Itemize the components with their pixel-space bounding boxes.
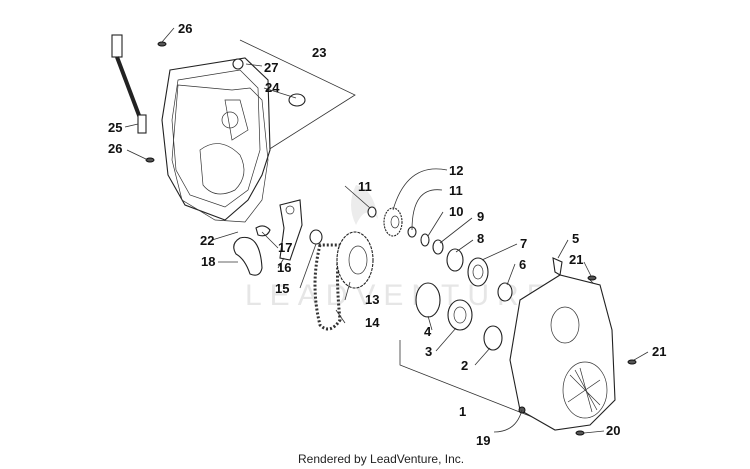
callout-25: 25 bbox=[108, 120, 122, 135]
callout-20: 20 bbox=[606, 423, 620, 438]
dipstick bbox=[111, 34, 147, 134]
ring-8 bbox=[446, 248, 464, 272]
washer-11a bbox=[367, 206, 377, 218]
leader-lines bbox=[124, 27, 649, 434]
callout-6: 6 bbox=[519, 257, 526, 272]
bolt-26-mid bbox=[145, 157, 155, 163]
callout-4: 4 bbox=[424, 324, 432, 339]
small-gear bbox=[383, 207, 403, 237]
bolt-21a bbox=[587, 275, 597, 281]
bearing-3 bbox=[447, 299, 473, 331]
bolt-21b bbox=[627, 359, 637, 365]
plug bbox=[232, 58, 244, 70]
gasket bbox=[171, 84, 269, 223]
callout-12: 12 bbox=[449, 163, 463, 178]
footer-credit: Rendered by LeadVenture, Inc. bbox=[298, 452, 464, 466]
callout-22: 22 bbox=[200, 233, 214, 248]
ring-4 bbox=[415, 282, 441, 318]
callout-26-mid: 26 bbox=[108, 141, 122, 156]
callouts: 26 23 27 24 25 26 11 12 11 10 9 8 7 5 21… bbox=[108, 21, 666, 448]
seal bbox=[288, 93, 306, 107]
chaincase-cover bbox=[161, 57, 271, 221]
callout-21-top: 21 bbox=[569, 252, 583, 267]
chaincase-housing bbox=[509, 274, 616, 431]
seal-2 bbox=[483, 325, 503, 351]
callout-16: 16 bbox=[277, 260, 291, 275]
chain bbox=[313, 243, 342, 331]
callout-26-top: 26 bbox=[178, 21, 192, 36]
callout-27: 27 bbox=[264, 60, 278, 75]
callout-3: 3 bbox=[425, 344, 432, 359]
watermark: LEADVENTURE bbox=[245, 185, 555, 312]
callout-15: 15 bbox=[275, 281, 289, 296]
callout-21-bottom: 21 bbox=[652, 344, 666, 359]
callout-23: 23 bbox=[312, 45, 326, 60]
sprocket bbox=[336, 231, 374, 289]
callout-11-left: 11 bbox=[358, 179, 372, 194]
callout-2: 2 bbox=[461, 358, 468, 373]
callout-19: 19 bbox=[476, 433, 490, 448]
callout-8: 8 bbox=[477, 231, 484, 246]
ring-10 bbox=[420, 233, 430, 247]
callout-5: 5 bbox=[572, 231, 579, 246]
seal-6 bbox=[497, 282, 513, 302]
callout-7: 7 bbox=[520, 236, 527, 251]
callout-14: 14 bbox=[365, 315, 380, 330]
callout-1: 1 bbox=[459, 404, 466, 419]
ring-9 bbox=[432, 239, 444, 255]
callout-24: 24 bbox=[265, 80, 280, 95]
watermark-text: LEADVENTURE bbox=[245, 279, 555, 312]
callout-17: 17 bbox=[278, 240, 292, 255]
callout-18: 18 bbox=[201, 254, 215, 269]
bearing-7 bbox=[467, 257, 489, 287]
callout-10: 10 bbox=[449, 204, 463, 219]
callout-11-right: 11 bbox=[449, 183, 463, 198]
fitting bbox=[552, 257, 563, 276]
bolt-26-top bbox=[157, 41, 167, 47]
callout-9: 9 bbox=[477, 209, 484, 224]
callout-13: 13 bbox=[365, 292, 379, 307]
bolt-20 bbox=[575, 430, 585, 436]
